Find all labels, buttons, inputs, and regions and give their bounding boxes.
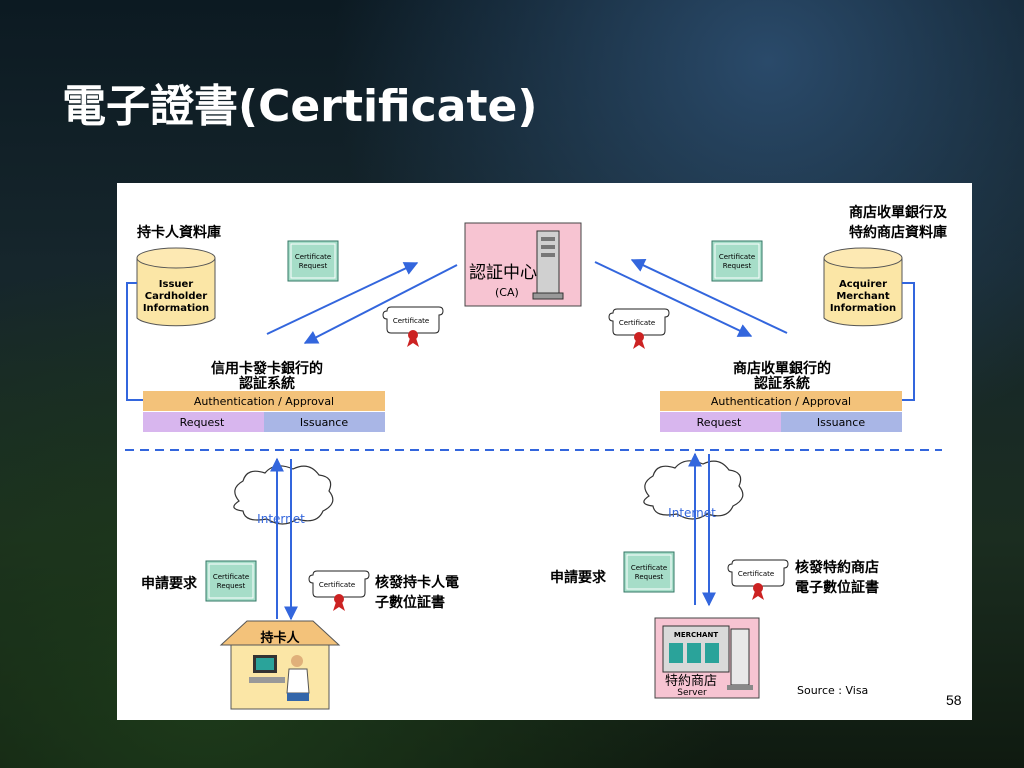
internet-label: Internet: [257, 512, 305, 526]
issuer-db-line: Issuer: [159, 279, 194, 290]
acquirer-request-label: Request: [697, 416, 742, 429]
cardholder-issue-label: 子數位証書: [375, 594, 445, 611]
issuer-system-heading: 信用卡發卡銀行的: [211, 360, 323, 377]
internet-cloud-right: Internet: [643, 460, 744, 520]
cert-request-box-merchant: Certificate Request: [623, 551, 675, 593]
source-label: Source : Visa: [797, 684, 868, 697]
issuer-db-cylinder: Issuer Cardholder Information: [136, 247, 216, 327]
cert-request-line: Request: [299, 262, 328, 270]
acquirer-db-heading: 商店收單銀行及: [849, 204, 948, 221]
merchant-issue-label: 電子數位証書: [795, 579, 879, 596]
cert-request-line: Request: [635, 573, 664, 581]
certificate-scroll-cardholder: Certificate: [308, 570, 370, 612]
acquirer-issuance-label: Issuance: [817, 416, 865, 429]
acquirer-db-line: Acquirer: [839, 279, 887, 290]
merchant-apply-label: 申請要求: [550, 569, 607, 586]
cert-request-box-top-left: Certificate Request: [287, 240, 339, 282]
cert-request-line: Certificate: [213, 573, 249, 581]
certificate-scroll-merchant: Certificate: [727, 559, 789, 601]
issuer-auth-label: Authentication / Approval: [194, 395, 334, 408]
cardholder-house-label: 持卡人: [260, 630, 300, 646]
diagram-canvas: 認証中心 (CA) 持卡人資料庫 Issuer Cardholder Infor…: [125, 204, 948, 710]
certificate-scroll-top-left: Certificate: [382, 306, 444, 348]
cardholder-issue-label: 核發持卡人電: [375, 574, 459, 591]
issuer-db-line: Cardholder: [145, 291, 208, 302]
merchant-sign-label: MERCHANT: [674, 631, 718, 639]
issuer-issuance-label: Issuance: [300, 416, 348, 429]
cert-request-box-cardholder: Certificate Request: [205, 560, 257, 602]
acquirer-auth-block: Authentication / Approval Request Issuan…: [660, 391, 902, 432]
cert-request-line: Request: [723, 262, 752, 270]
issuer-db-line: Information: [143, 303, 209, 314]
issuer-auth-block: Authentication / Approval Request Issuan…: [143, 391, 385, 432]
certificate-scroll-top-right: Certificate: [608, 308, 670, 350]
certificate-label: Certificate: [619, 319, 655, 327]
issuer-request-label: Request: [180, 416, 225, 429]
merchant-store-label: 特約商店: [665, 674, 717, 689]
cardholder-house-icon: 持卡人: [219, 620, 341, 710]
acquirer-db-heading: 特約商店資料庫: [849, 224, 947, 241]
certificate-label: Certificate: [738, 570, 774, 578]
ca-server-icon: [532, 230, 564, 300]
acquirer-db-line: Information: [830, 303, 896, 314]
certificate-label: Certificate: [393, 317, 429, 325]
cert-request-line: Certificate: [295, 253, 331, 261]
acquirer-db-line: Merchant: [836, 291, 890, 302]
issuer-db-heading: 持卡人資料庫: [137, 224, 221, 241]
ca-sub-label: (CA): [495, 286, 519, 299]
diagram-panel: 認証中心 (CA) 持卡人資料庫 Issuer Cardholder Infor…: [117, 183, 972, 720]
cert-request-line: Certificate: [719, 253, 755, 261]
slide-title: 電子證書(Certificate): [62, 81, 538, 132]
acquirer-system-heading: 商店收單銀行的: [733, 360, 831, 377]
ca-arrows: [266, 259, 788, 344]
cardholder-apply-label: 申請要求: [141, 575, 198, 592]
cert-request-line: Request: [217, 582, 246, 590]
cert-request-box-top-right: Certificate Request: [711, 240, 763, 282]
acquirer-system-heading: 認証系統: [754, 375, 810, 392]
merchant-issue-label: 核發特約商店: [795, 559, 879, 576]
ca-label: 認証中心: [469, 263, 537, 283]
acquirer-db-cylinder: Acquirer Merchant Information: [823, 247, 903, 327]
certificate-label: Certificate: [319, 581, 355, 589]
cert-request-line: Certificate: [631, 564, 667, 572]
page-number: 58: [946, 692, 962, 708]
merchant-server-label: Server: [677, 688, 707, 698]
internet-label: Internet: [668, 506, 716, 520]
merchant-server-box: MERCHANT 特約商店 Server: [654, 617, 760, 699]
issuer-system-heading: 認証系統: [239, 375, 295, 392]
db-connectors: [126, 282, 915, 401]
ca-box: 認証中心 (CA): [464, 222, 582, 307]
internet-cloud-left: Internet: [233, 465, 334, 526]
acquirer-auth-label: Authentication / Approval: [711, 395, 851, 408]
